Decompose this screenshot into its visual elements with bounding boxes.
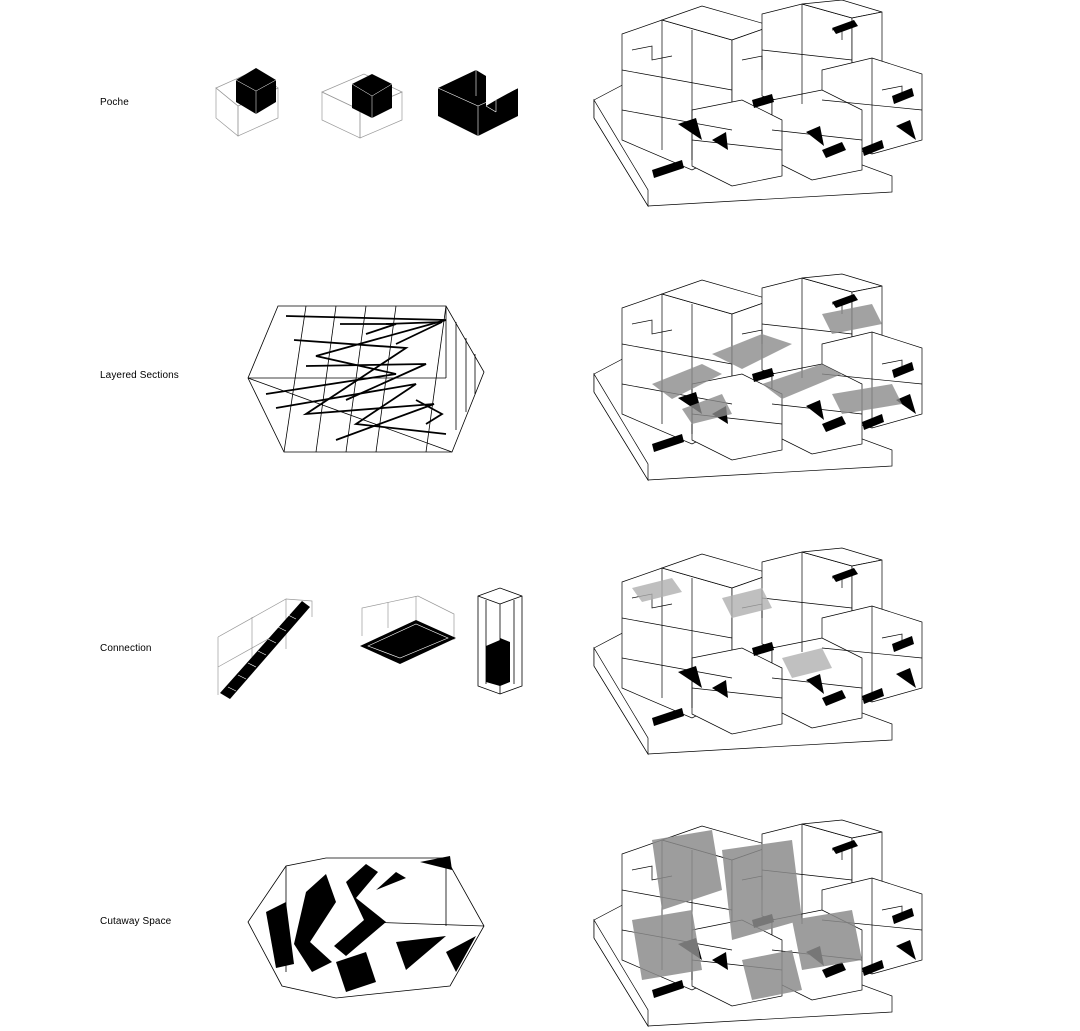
building-axonometric-layered-sections xyxy=(593,273,923,481)
poche-diagram-3 xyxy=(437,70,519,136)
connection-ramp-diagram xyxy=(360,595,456,664)
layered-sections-diagram xyxy=(247,305,485,453)
row-label-layered-sections: Layered Sections xyxy=(100,370,179,381)
cutaway-space-diagram xyxy=(247,856,485,999)
poche-diagram-1 xyxy=(215,68,279,137)
connection-core-diagram xyxy=(477,587,523,695)
building-axonometric-poche xyxy=(593,0,923,207)
row-label-connection: Connection xyxy=(100,643,152,654)
building-axonometric-cutaway-space xyxy=(593,819,923,1027)
building-axonometric-connection xyxy=(593,547,923,755)
poche-diagram-2 xyxy=(321,73,403,139)
connection-stair-diagram xyxy=(217,598,313,699)
row-label-poche: Poche xyxy=(100,97,129,108)
row-label-cutaway-space: Cutaway Space xyxy=(100,916,172,927)
